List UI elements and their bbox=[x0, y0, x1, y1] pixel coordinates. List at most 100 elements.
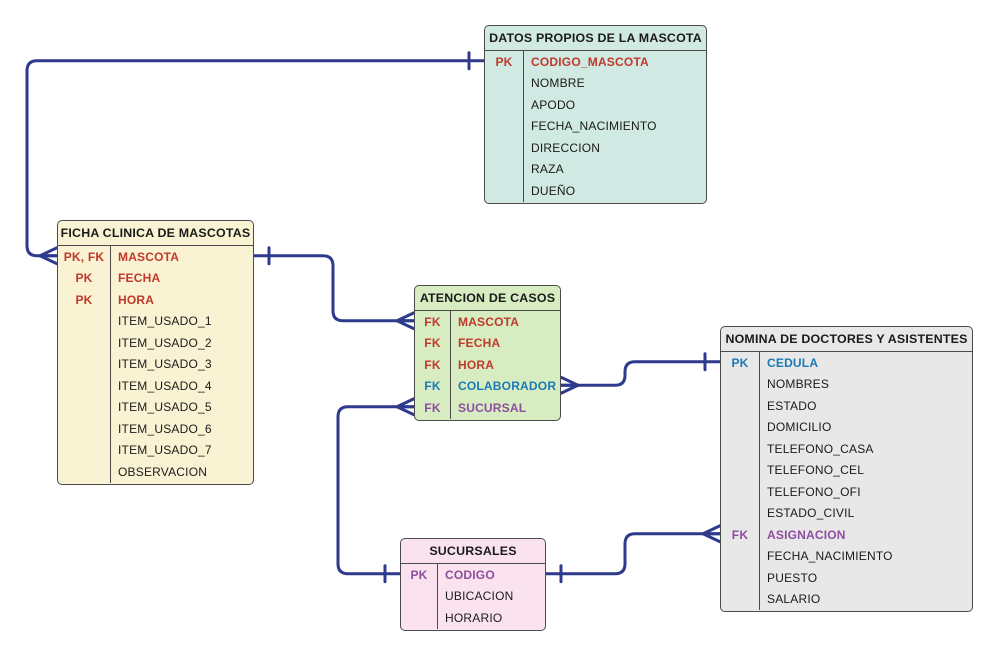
cardinality-many-marker bbox=[395, 311, 416, 331]
attribute-row: FECHA_NACIMIENTO bbox=[485, 115, 706, 137]
key-badge: FK bbox=[415, 311, 451, 333]
attribute-row: DUEÑO bbox=[485, 180, 706, 202]
attribute-name: CEDULA bbox=[767, 355, 819, 370]
attribute-name: DIRECCION bbox=[531, 140, 601, 155]
attribute-row: ITEM_USADO_6 bbox=[58, 418, 253, 440]
attribute-name: ITEM_USADO_6 bbox=[118, 421, 212, 436]
key-badge bbox=[58, 353, 111, 375]
attribute-row: PK CEDULA bbox=[721, 352, 972, 374]
attribute-row: ESTADO_CIVIL bbox=[721, 502, 972, 524]
attribute-row: PK HORA bbox=[58, 289, 253, 311]
table-title: NOMINA DE DOCTORES Y ASISTENTES bbox=[721, 327, 972, 352]
key-badge: PK bbox=[721, 352, 760, 374]
table-title: ATENCION DE CASOS bbox=[415, 286, 560, 311]
key-badge bbox=[485, 94, 524, 116]
attribute-name: MASCOTA bbox=[118, 249, 180, 264]
attribute-row: ITEM_USADO_4 bbox=[58, 375, 253, 397]
key-badge bbox=[721, 588, 760, 610]
attribute-name: ASIGNACION bbox=[767, 527, 846, 542]
attribute-name: ITEM_USADO_4 bbox=[118, 378, 212, 393]
relationship-connector[interactable] bbox=[336, 397, 416, 584]
attribute-name: ITEM_USADO_2 bbox=[118, 335, 212, 350]
attribute-name: HORA bbox=[118, 292, 155, 307]
attribute-name: NOMBRES bbox=[767, 377, 830, 392]
key-badge bbox=[485, 72, 524, 94]
key-badge bbox=[485, 115, 524, 137]
key-badge: PK bbox=[485, 51, 524, 73]
key-badge bbox=[401, 585, 438, 607]
key-badge bbox=[58, 310, 111, 332]
key-badge bbox=[58, 375, 111, 397]
key-badge bbox=[485, 158, 524, 180]
key-badge bbox=[721, 545, 760, 567]
attribute-name: DOMICILIO bbox=[767, 420, 832, 435]
key-badge bbox=[58, 439, 111, 461]
attribute-row: ITEM_USADO_7 bbox=[58, 439, 253, 461]
attribute-name: HORARIO bbox=[445, 610, 503, 625]
table-title: FICHA CLINICA DE MASCOTAS bbox=[58, 221, 253, 246]
key-badge: FK bbox=[415, 354, 451, 376]
relationship-connector[interactable] bbox=[559, 352, 722, 395]
key-badge bbox=[721, 416, 760, 438]
attribute-row: TELEFONO_CEL bbox=[721, 459, 972, 481]
attribute-row: ITEM_USADO_1 bbox=[58, 310, 253, 332]
attribute-row: PUESTO bbox=[721, 567, 972, 589]
cardinality-many-marker bbox=[395, 397, 416, 417]
attribute-name: HORA bbox=[458, 357, 495, 372]
relationship-connector[interactable] bbox=[25, 51, 486, 266]
key-badge: PK bbox=[58, 289, 111, 311]
attribute-name: TELEFONO_CEL bbox=[767, 463, 865, 478]
cardinality-many-marker bbox=[701, 524, 722, 544]
relationship-connector[interactable] bbox=[252, 246, 416, 331]
table-title: DATOS PROPIOS DE LA MASCOTA bbox=[485, 26, 706, 51]
relationship-connector[interactable] bbox=[544, 524, 722, 584]
attribute-name: ESTADO bbox=[767, 398, 817, 413]
attribute-row: OBSERVACION bbox=[58, 461, 253, 483]
key-badge bbox=[401, 607, 438, 629]
attribute-row: NOMBRES bbox=[721, 373, 972, 395]
attribute-name: FECHA bbox=[118, 271, 161, 286]
attribute-name: DUEÑO bbox=[531, 183, 576, 198]
key-badge bbox=[58, 418, 111, 440]
attribute-name: RAZA bbox=[531, 162, 564, 177]
key-badge bbox=[721, 502, 760, 524]
attribute-row: TELEFONO_OFI bbox=[721, 481, 972, 503]
table-title: SUCURSALES bbox=[401, 539, 545, 564]
attribute-row: ITEM_USADO_3 bbox=[58, 353, 253, 375]
cardinality-many-marker bbox=[559, 375, 580, 395]
key-badge bbox=[721, 395, 760, 417]
attribute-name: ITEM_USADO_1 bbox=[118, 314, 212, 329]
attribute-name: TELEFONO_CASA bbox=[767, 441, 874, 456]
attribute-name: COLABORADOR bbox=[458, 379, 557, 394]
attribute-name: MASCOTA bbox=[458, 314, 520, 329]
attribute-row: SALARIO bbox=[721, 588, 972, 610]
key-badge bbox=[721, 481, 760, 503]
attribute-name: UBICACION bbox=[445, 589, 514, 604]
attribute-name: ITEM_USADO_7 bbox=[118, 443, 212, 458]
attribute-row: ITEM_USADO_5 bbox=[58, 396, 253, 418]
attribute-row: TELEFONO_CASA bbox=[721, 438, 972, 460]
attribute-name: FECHA bbox=[458, 336, 501, 351]
key-badge: FK bbox=[721, 524, 760, 546]
attribute-name: FECHA_NACIMIENTO bbox=[767, 549, 893, 564]
attribute-row: FK HORA bbox=[415, 354, 560, 376]
key-badge bbox=[721, 373, 760, 395]
key-badge bbox=[58, 396, 111, 418]
entity-nomina-de-doctores-y-asistentes[interactable]: NOMINA DE DOCTORES Y ASISTENTES PK CEDULA… bbox=[720, 326, 973, 612]
attribute-row: APODO bbox=[485, 94, 706, 116]
attribute-name: OBSERVACION bbox=[118, 464, 208, 479]
key-badge bbox=[721, 459, 760, 481]
